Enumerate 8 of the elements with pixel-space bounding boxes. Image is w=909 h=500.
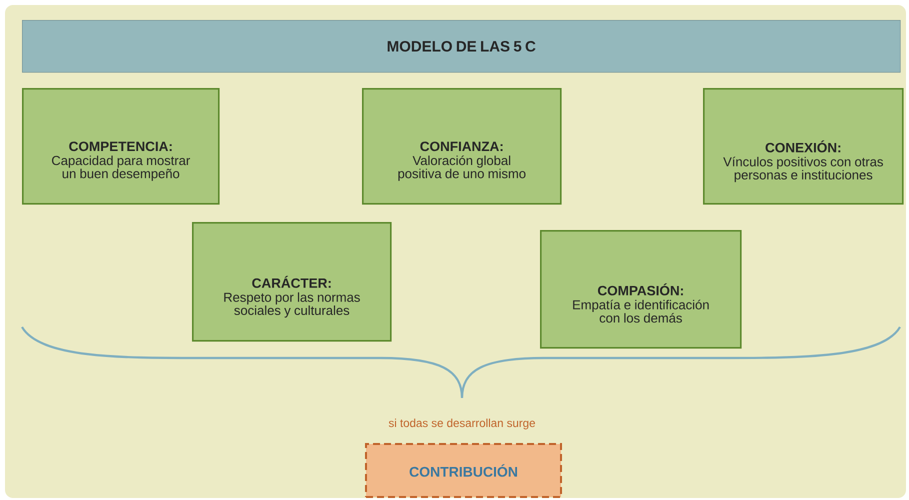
concept-box: CONEXIÓN: Vínculos positivos con otras personas e instituciones [703, 88, 904, 205]
concept-box: CARÁCTER: Respeto por las normas sociales y culturales [192, 222, 392, 342]
title-band: MODELO DE LAS 5 C [22, 20, 901, 73]
concept-box: COMPASIÓN: Empatía e identificación con los demás [540, 230, 742, 349]
note-text: si todas se desarrollan surge [388, 418, 535, 430]
concept-box: CONFIANZA: Valoración global positiva de uno mismo [362, 88, 562, 205]
result-box: CONTRIBUCIÓN [365, 443, 562, 498]
concept-box: COMPETENCIA: Capacidad para mostrar un buen desempeño [22, 88, 220, 205]
